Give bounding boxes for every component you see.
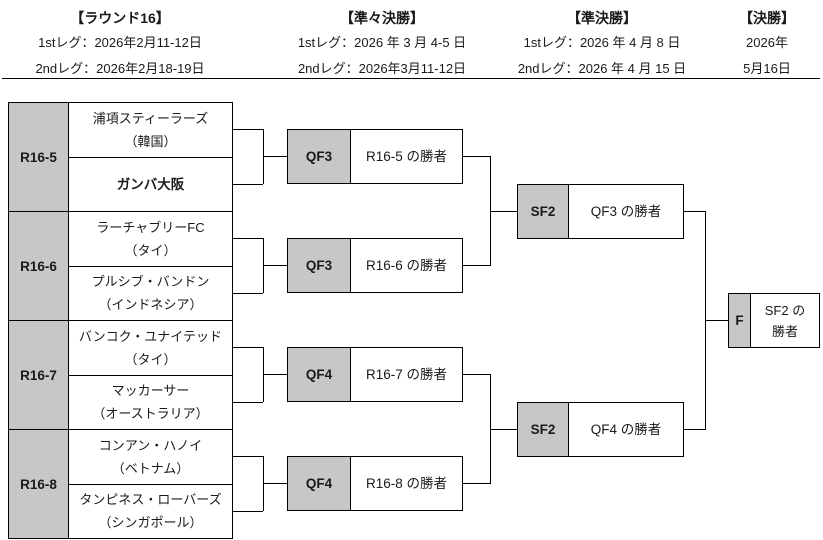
- team-name: タンピネス・ローバーズ: [79, 492, 222, 508]
- connector-line: [263, 265, 287, 266]
- qf-box-1: QF3 R16-5 の勝者: [287, 129, 463, 184]
- match-label: F: [729, 294, 751, 347]
- match-label: R16-7: [9, 321, 69, 429]
- first-leg-date: 1stレグ：2026 年 4 月 8 日: [523, 35, 681, 50]
- connector-line: [233, 347, 263, 348]
- match-label: QF4: [288, 457, 351, 510]
- winner-label-line1: SF2 の: [764, 302, 806, 318]
- match-label: R16-6: [9, 212, 69, 320]
- team-name: バンコク・ユナイテッド: [78, 328, 223, 344]
- round-header-qf: 【準々決勝】 1stレグ：2026 年 3 月 4-5 日 2ndレグ：2026…: [282, 6, 482, 82]
- team-cell: バンコク・ユナイテッド （タイ）: [69, 321, 232, 376]
- winner-label: R16-7 の勝者: [365, 366, 448, 382]
- round-header-final: 【決勝】 2026年 5月16日: [712, 6, 822, 82]
- team-country: （インドネシア）: [98, 297, 203, 313]
- r16-block-7: R16-7 バンコク・ユナイテッド （タイ） マッカーサー （オーストラリア）: [8, 320, 233, 430]
- connector-line: [462, 156, 490, 157]
- final-date-year: 2026年: [746, 35, 788, 50]
- qf-box-2: QF3 R16-6 の勝者: [287, 238, 463, 293]
- team-name: 浦項スティーラーズ: [92, 110, 209, 126]
- second-leg-date: 2ndレグ：2026年2月18-19日: [35, 61, 205, 76]
- match-label: SF2: [518, 185, 569, 238]
- connector-line: [233, 511, 263, 512]
- final-date-day: 5月16日: [743, 61, 791, 76]
- connector-line: [462, 265, 490, 266]
- second-leg-date: 2ndレグ：2026 年 4 月 15 日: [517, 61, 687, 76]
- match-label: QF4: [288, 348, 351, 401]
- connector-line: [263, 483, 287, 484]
- round-title: 【ラウンド16】: [70, 10, 170, 26]
- winner-label: QF4 の勝者: [590, 421, 662, 437]
- team-country: （韓国）: [124, 133, 177, 149]
- match-label: SF2: [518, 403, 569, 456]
- match-label: QF3: [288, 130, 351, 183]
- first-leg-date: 1stレグ：2026 年 3 月 4-5 日: [297, 35, 467, 50]
- r16-block-8: R16-8 コンアン・ハノイ （ベトナム） タンピネス・ローバーズ （シンガポー…: [8, 429, 233, 539]
- team-name: コンアン・ハノイ: [98, 437, 203, 453]
- sf-box-2: SF2 QF4 の勝者: [517, 402, 684, 457]
- qf-box-4: QF4 R16-8 の勝者: [287, 456, 463, 511]
- sf-box-1: SF2 QF3 の勝者: [517, 184, 684, 239]
- qf-box-3: QF4 R16-7 の勝者: [287, 347, 463, 402]
- team-country: （タイ）: [124, 351, 177, 367]
- connector-line: [705, 320, 728, 321]
- winner-label: R16-6 の勝者: [365, 257, 448, 273]
- connector-line: [683, 211, 705, 212]
- round-title: 【準々決勝】: [340, 10, 424, 26]
- team-cell: ラーチャブリーFC （タイ）: [69, 212, 232, 267]
- team-cell: 浦項スティーラーズ （韓国）: [69, 103, 232, 158]
- connector-line: [233, 456, 263, 457]
- connector-line: [462, 483, 490, 484]
- final-box: F SF2 の 勝者: [728, 293, 820, 348]
- r16-block-5: R16-5 浦項スティーラーズ （韓国） ガンバ大阪: [8, 102, 233, 212]
- connector-line: [490, 211, 517, 212]
- round-header-sf: 【準決勝】 1stレグ：2026 年 4 月 8 日 2ndレグ：2026 年 …: [498, 6, 706, 82]
- connector-line: [233, 293, 263, 294]
- connector-line: [462, 374, 490, 375]
- second-leg-date: 2ndレグ：2026年3月11-12日: [297, 61, 467, 76]
- connector-line: [233, 402, 263, 403]
- first-leg-date: 1stレグ：2026年2月11-12日: [38, 35, 202, 50]
- winner-label: R16-5 の勝者: [365, 148, 448, 164]
- match-label: R16-5: [9, 103, 69, 211]
- connector-line: [233, 184, 263, 185]
- team-cell: プルシブ・バンドン （インドネシア）: [69, 267, 232, 321]
- r16-block-6: R16-6 ラーチャブリーFC （タイ） プルシブ・バンドン （インドネシア）: [8, 211, 233, 321]
- connector-line: [233, 238, 263, 239]
- team-name: マッカーサー: [111, 383, 190, 399]
- team-cell: コンアン・ハノイ （ベトナム）: [69, 430, 232, 485]
- connector-line: [233, 129, 263, 130]
- team-country: （タイ）: [124, 242, 177, 258]
- team-country: （オーストラリア）: [92, 406, 209, 422]
- match-label: QF3: [288, 239, 351, 292]
- winner-label: QF3 の勝者: [590, 203, 662, 219]
- connector-line: [683, 429, 705, 430]
- team-name: ガンバ大阪: [116, 176, 185, 192]
- round-title: 【準決勝】: [567, 10, 637, 26]
- round-title: 【決勝】: [739, 10, 795, 26]
- team-cell: タンピネス・ローバーズ （シンガポール）: [69, 485, 232, 539]
- round-header-r16: 【ラウンド16】 1stレグ：2026年2月11-12日 2ndレグ：2026年…: [5, 6, 235, 82]
- winner-label: R16-8 の勝者: [365, 475, 448, 491]
- team-country: （ベトナム）: [111, 460, 190, 476]
- connector-line: [263, 374, 287, 375]
- connector-line: [263, 156, 287, 157]
- team-cell: マッカーサー （オーストラリア）: [69, 376, 232, 430]
- connector-line: [490, 429, 517, 430]
- team-country: （シンガポール）: [98, 515, 203, 531]
- team-name: プルシブ・バンドン: [91, 274, 210, 290]
- team-name: ラーチャブリーFC: [96, 219, 205, 235]
- winner-label-line2: 勝者: [771, 323, 798, 339]
- team-cell: ガンバ大阪: [69, 158, 232, 212]
- match-label: R16-8: [9, 430, 69, 538]
- header-divider: [2, 78, 820, 79]
